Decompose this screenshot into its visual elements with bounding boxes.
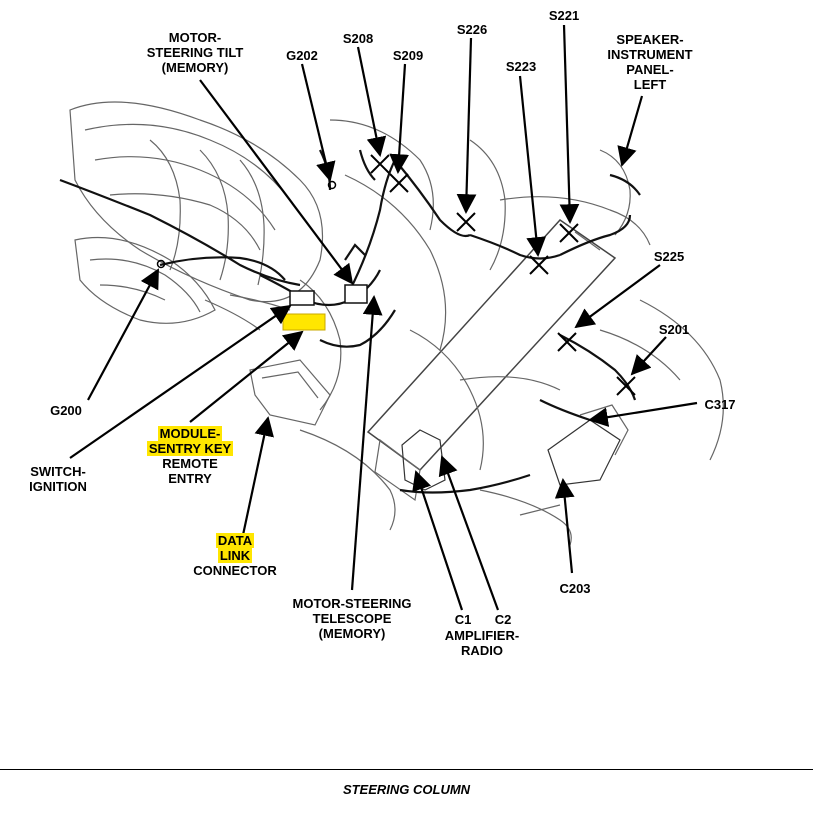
- label-line: LEFT: [633, 77, 667, 92]
- label-c203: C203: [559, 581, 591, 596]
- label-g202: G202: [286, 48, 318, 63]
- label-c1: C1: [454, 612, 472, 627]
- splice-marks: [370, 154, 636, 396]
- label-line: (MEMORY): [318, 626, 386, 641]
- label-line: INSTRUMENT: [607, 47, 693, 62]
- label-line: PANEL-: [626, 62, 674, 77]
- label-line: IGNITION: [29, 479, 87, 494]
- label-line: ENTRY: [168, 471, 212, 486]
- label-s226: S226: [456, 22, 488, 37]
- label-line: (MEMORY): [161, 60, 229, 75]
- label-s223: S223: [505, 59, 537, 74]
- label-c2: C2: [494, 612, 512, 627]
- label-motor-steering-telescope: MOTOR-STEERING TELESCOPE (MEMORY): [282, 596, 422, 641]
- label-line-highlighted: SENTRY KEY: [146, 441, 234, 456]
- sentry-key-module-highlight: [282, 313, 326, 331]
- harness-wires: [59, 149, 641, 494]
- label-line-highlighted: LINK: [217, 548, 253, 563]
- label-s201: S201: [658, 322, 690, 337]
- figure-caption: STEERING COLUMN: [342, 782, 471, 797]
- motor-tilt-connector: [344, 284, 368, 304]
- label-g200: G200: [50, 403, 82, 418]
- label-line: REMOTE: [162, 456, 218, 471]
- column-line-art: [69, 101, 724, 546]
- label-module-sentry-key: MODULE- SENTRY KEY REMOTE ENTRY: [130, 426, 250, 486]
- label-line: AMPLIFIER-: [444, 628, 520, 643]
- label-line: LINK: [180, 548, 290, 563]
- label-line: STEERING TILT: [146, 45, 244, 60]
- label-c317: C317: [704, 397, 736, 412]
- label-data-link-connector: DATA LINK CONNECTOR: [180, 533, 290, 578]
- label-line: SPEAKER-: [616, 32, 684, 47]
- label-s221: S221: [548, 8, 580, 23]
- label-line: RADIO: [461, 643, 503, 658]
- label-line: SENTRY KEY: [130, 441, 250, 456]
- label-motor-steering-tilt: MOTOR- STEERING TILT (MEMORY): [120, 30, 270, 75]
- label-line: CONNECTOR: [193, 563, 277, 578]
- label-line-highlighted: MODULE-: [157, 426, 223, 441]
- switch-ignition-connector: [289, 290, 315, 306]
- label-s225: S225: [653, 249, 685, 264]
- label-s208: S208: [342, 31, 374, 46]
- label-line: MODULE-: [130, 426, 250, 441]
- label-line: TELESCOPE: [312, 611, 392, 626]
- label-line: DATA: [180, 533, 290, 548]
- label-line: MOTOR-STEERING: [292, 596, 412, 611]
- label-speaker-instrument-panel-left: SPEAKER- INSTRUMENT PANEL- LEFT: [590, 32, 710, 92]
- label-amplifier-radio: AMPLIFIER- RADIO: [432, 628, 532, 658]
- label-switch-ignition: SWITCH- IGNITION: [18, 464, 98, 494]
- ground-g200: [156, 259, 166, 269]
- label-s209: S209: [392, 48, 424, 63]
- label-line-highlighted: DATA: [215, 533, 255, 548]
- label-line: SWITCH-: [30, 464, 86, 479]
- label-line: MOTOR-: [168, 30, 222, 45]
- leader-lines: [69, 24, 698, 611]
- caption-divider: [0, 769, 813, 770]
